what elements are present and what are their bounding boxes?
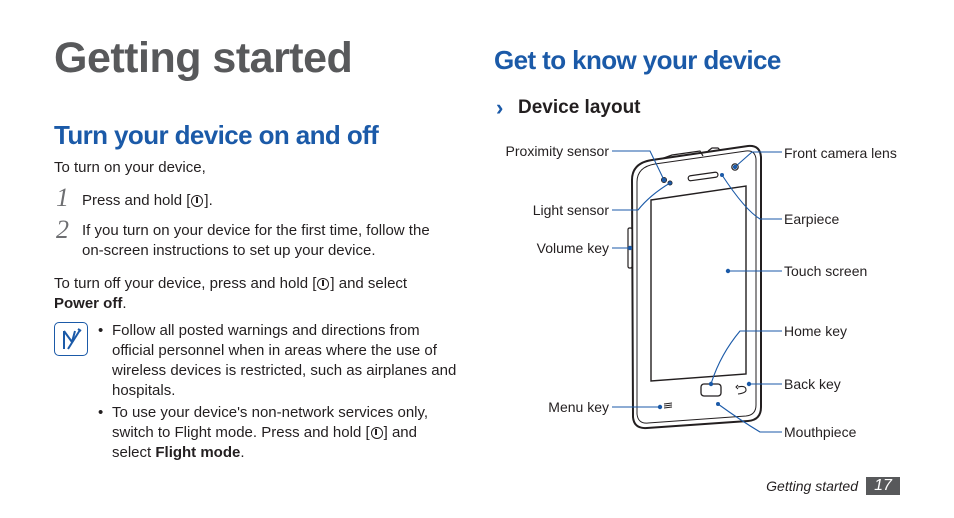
note-bullet-1-line-2: official personnel when in areas where t… xyxy=(112,342,437,359)
label-mouthpiece: Mouthpiece xyxy=(784,424,857,440)
power-off-text-after: ] and select xyxy=(330,275,408,292)
page-number: 17 xyxy=(866,477,900,495)
leader-home-key xyxy=(710,330,782,385)
subheading-device-layout: Device layout xyxy=(518,97,641,118)
section-heading-device: Get to know your device xyxy=(494,45,781,75)
power-off-line-1: To turn off your device, press and hold … xyxy=(54,274,407,294)
power-off-end: . xyxy=(122,295,127,312)
flight-mode-option: Flight mode xyxy=(155,444,241,461)
label-back-key: Back key xyxy=(784,376,841,392)
label-light-sensor: Light sensor xyxy=(532,202,609,218)
note-bullet-2-line-2-after: ] and xyxy=(383,424,417,441)
note-bullet-1-line-4: hospitals. xyxy=(112,382,176,399)
menu-key-icon xyxy=(663,402,673,409)
step-number-1: 1 xyxy=(56,183,69,212)
power-off-option: Power off xyxy=(54,295,123,312)
label-home-key: Home key xyxy=(784,323,848,339)
step-2-line-1: If you turn on your device for the first… xyxy=(82,222,430,239)
step-number-2: 2 xyxy=(56,215,69,244)
label-proximity-sensor: Proximity sensor xyxy=(505,143,609,159)
power-icon xyxy=(317,278,330,290)
leader-light-sensor xyxy=(612,182,671,211)
label-menu-key: Menu key xyxy=(548,399,609,415)
section-heading-power: Turn your device on and off xyxy=(54,120,379,150)
note-icon xyxy=(54,322,88,356)
step-1-text-before: Press and hold [ xyxy=(82,192,191,209)
chevron-right-icon: › xyxy=(496,95,504,120)
label-volume-key: Volume key xyxy=(536,240,609,256)
power-off-text-before: To turn off your device, press and hold … xyxy=(54,275,317,292)
power-icon xyxy=(370,427,383,439)
power-icon xyxy=(191,195,204,207)
touch-screen-area xyxy=(650,185,747,382)
chapter-title: Getting started xyxy=(54,34,353,82)
label-touch-screen: Touch screen xyxy=(784,263,868,279)
note-bullet-2-line-3: select Flight mode. xyxy=(112,443,245,463)
earpiece-shape xyxy=(687,171,719,182)
step-1-text-after: ]. xyxy=(204,192,213,209)
leader-proximity-sensor xyxy=(612,150,665,181)
step-2-line-2: on-screen instructions to set up your de… xyxy=(82,242,376,259)
label-earpiece: Earpiece xyxy=(784,211,840,227)
note-bullet-2-line-3-end: . xyxy=(240,444,245,461)
note-bullet-1-line-3: wireless devices is restricted, such as … xyxy=(112,362,457,379)
footer-section: Getting started xyxy=(766,478,858,494)
note-bullet-1-line-1: Follow all posted warnings and direction… xyxy=(112,322,420,339)
label-front-camera-lens: Front camera lens xyxy=(784,145,897,161)
bullet-dot: • xyxy=(98,322,104,339)
note-bullet-2-line-3-before: select xyxy=(112,444,156,461)
note-bullet-2-line-1: To use your device's non-network service… xyxy=(112,404,429,421)
note-bullet-2-line-2-before: switch to Flight mode. Press and hold [ xyxy=(112,424,370,441)
back-key-icon xyxy=(737,385,747,395)
leader-mouthpiece xyxy=(717,403,782,433)
step-1-text: Press and hold []. xyxy=(82,191,213,211)
power-off-line-2: Power off. xyxy=(54,294,127,314)
intro-text: To turn on your device, xyxy=(54,159,206,176)
leader-front-camera xyxy=(734,151,782,168)
note-bullet-2-line-2: switch to Flight mode. Press and hold []… xyxy=(112,423,417,443)
bullet-dot: • xyxy=(98,404,104,421)
leader-earpiece xyxy=(721,174,782,220)
